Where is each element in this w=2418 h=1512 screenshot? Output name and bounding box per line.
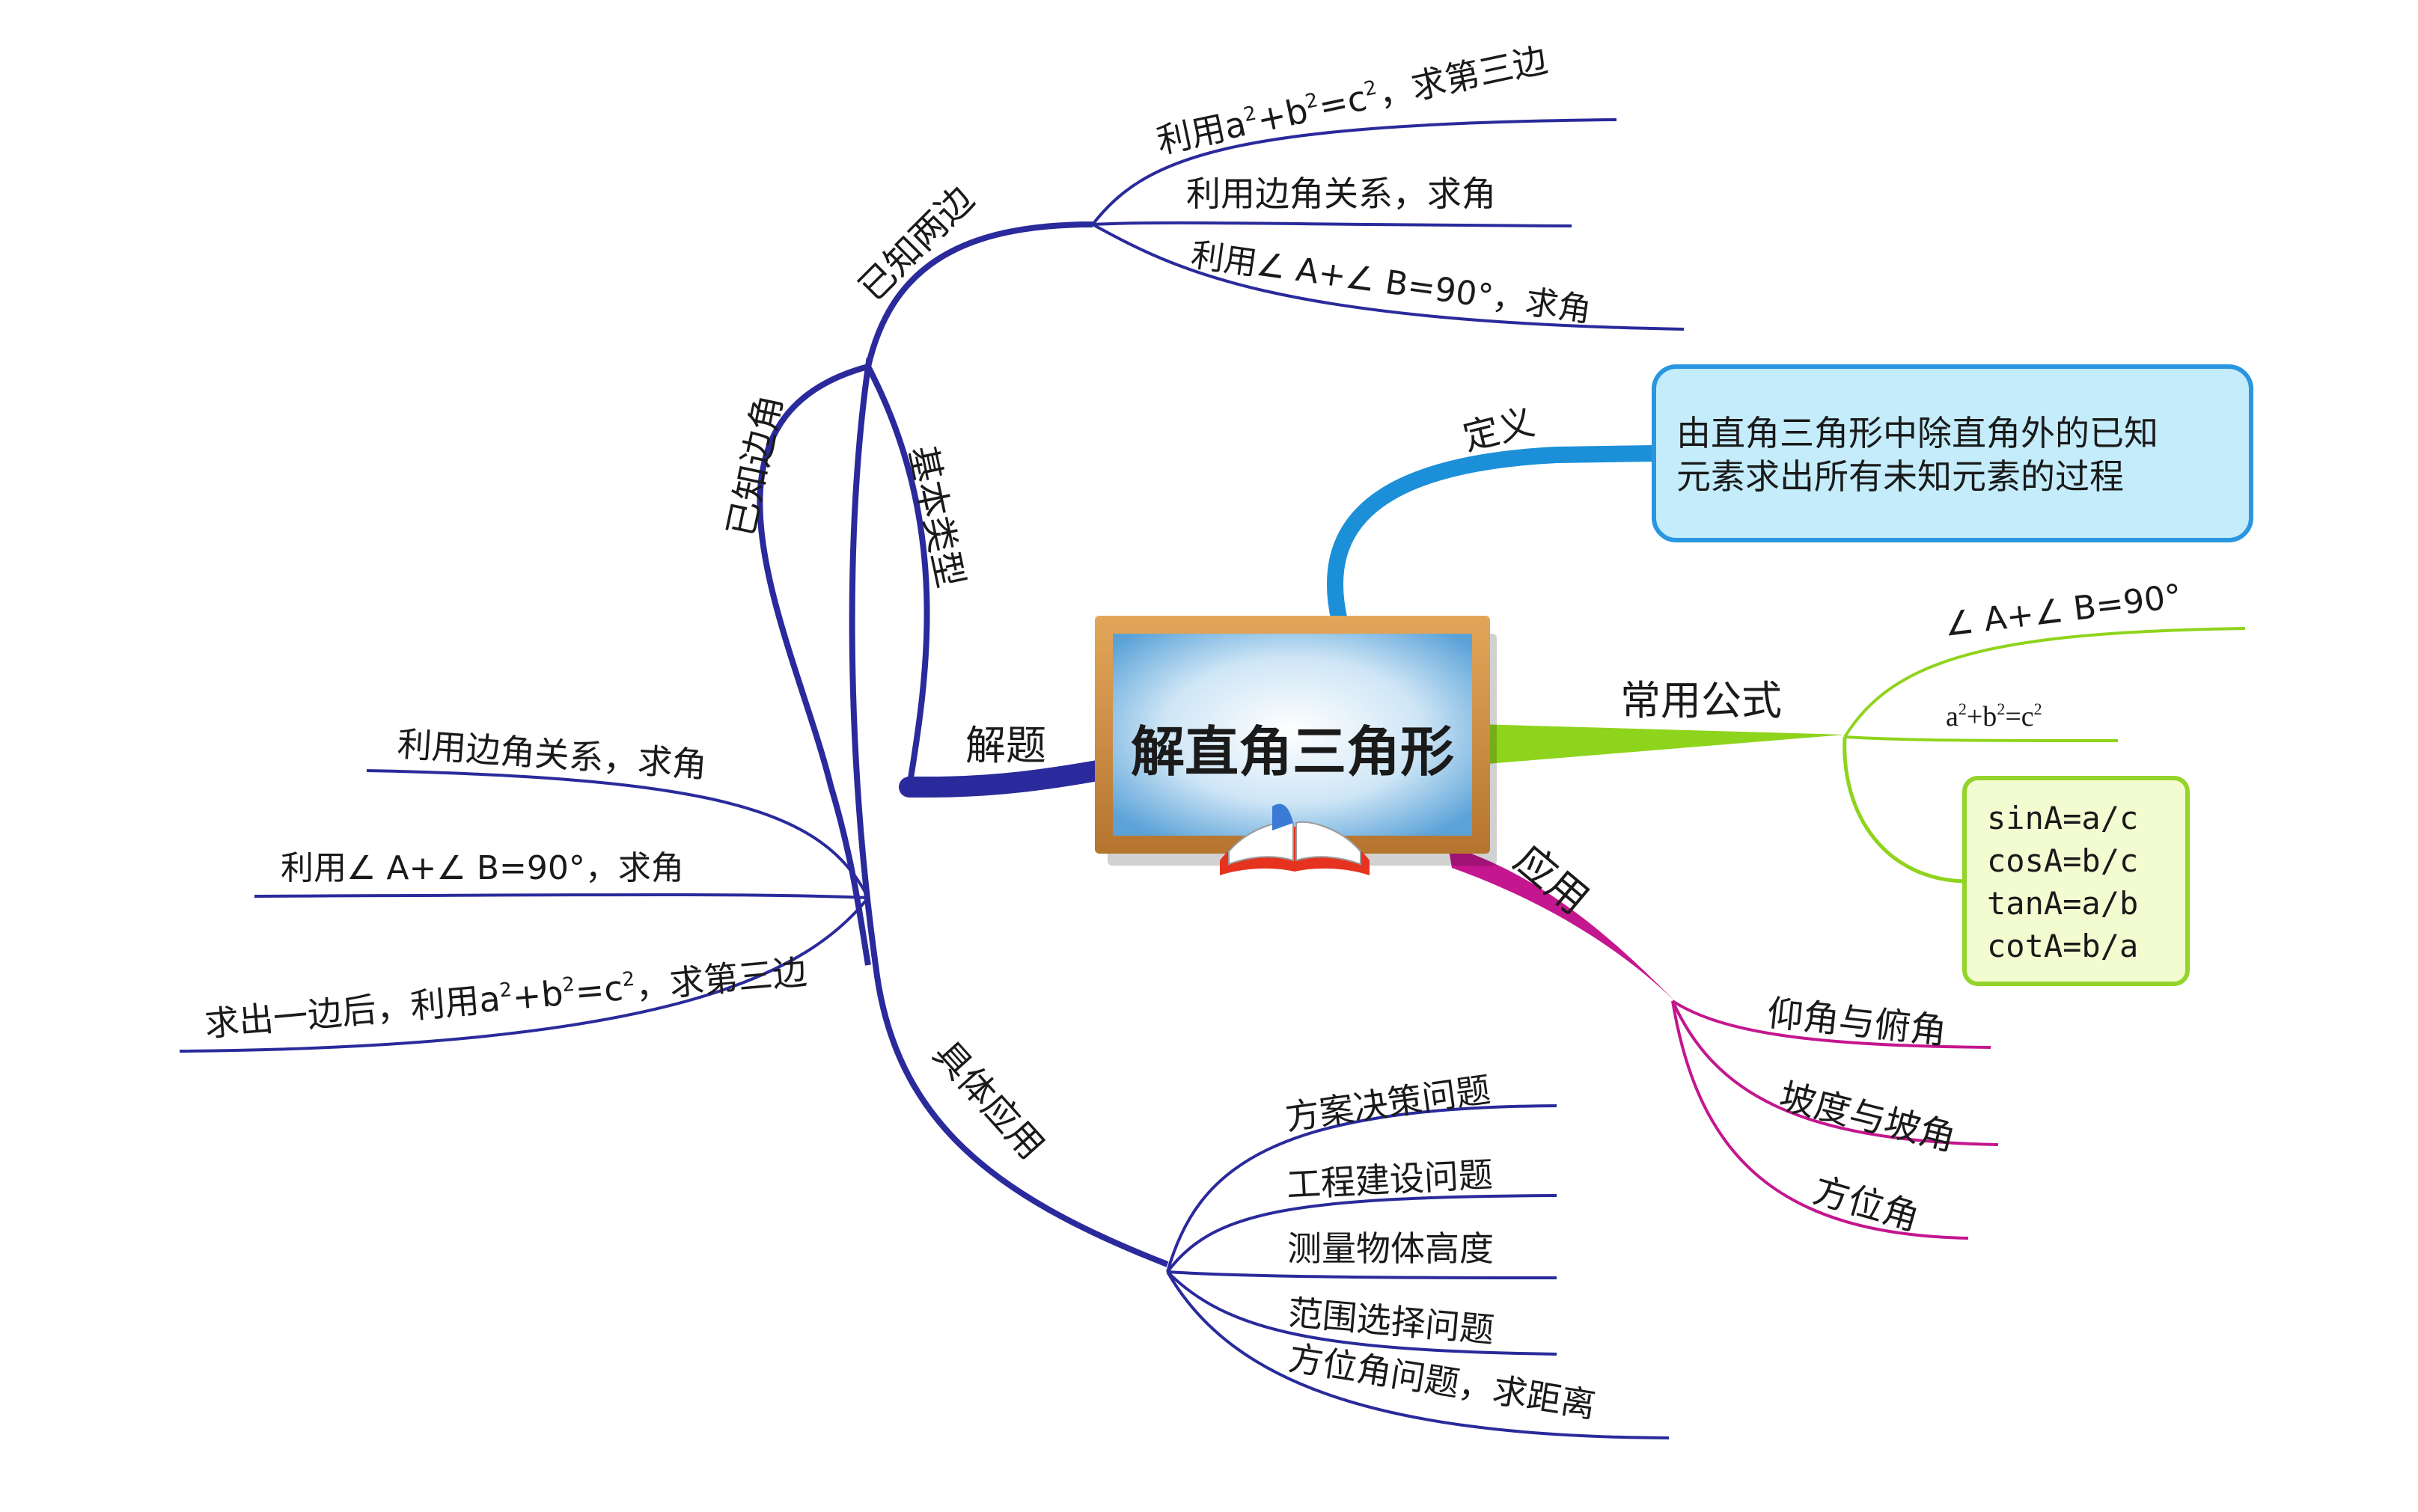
formula-pythagoras-b: +b xyxy=(1967,701,1997,732)
two-sides-item-pythagoras-mid2: =c xyxy=(1315,78,1370,127)
side-angle-item-third-side-mid2: =c xyxy=(573,967,624,1011)
central-title: 解直角三角形 xyxy=(1131,720,1454,783)
two-sides-item-pythagoras-post: ，求第三边 xyxy=(1374,39,1551,114)
solving-connector xyxy=(899,759,1117,798)
formula-pythagoras: a2+b2=c2 xyxy=(1946,700,2042,732)
trig-formula-box xyxy=(1962,776,2190,986)
definition-text-line-2: 元素求出所有未知元素的过程 xyxy=(1676,456,2124,497)
formula-pythagoras-sup-2: 2 xyxy=(1997,700,2005,718)
two-sides-item-pythagoras-pre: 利用a xyxy=(1153,103,1250,162)
specific-item-height: 测量物体高度 xyxy=(1287,1228,1494,1269)
two-sides-item-pythagoras: 利用a2+b2=c2，求第三边 xyxy=(1153,39,1551,161)
two-sides-item-angle-sum: 利用∠ A+∠ B=90°，求角 xyxy=(1188,236,1593,330)
board-surface xyxy=(1113,634,1472,836)
specific-line-2 xyxy=(1166,1194,1557,1273)
application-item-bearing: 方位角 xyxy=(1809,1169,1924,1240)
side-angle-label: 已知边角 xyxy=(720,391,791,540)
specific-item-decision: 方案决策问题 xyxy=(1283,1069,1493,1138)
trig-formula-cos: cosA=b/c xyxy=(1987,842,2138,879)
open-book-icon xyxy=(1220,804,1370,875)
formula-pythagoras-sup-3: 2 xyxy=(2034,700,2042,718)
side-angle-line-3 xyxy=(179,896,870,1053)
trig-formula-tan: tanA=a/b xyxy=(1987,885,2138,922)
specific-line-5 xyxy=(1166,1271,1670,1439)
formulas-label: 常用公式 xyxy=(1620,677,1782,724)
side-angle-item-third-side: 求出一边后，利用a2+b2=c2，求第三边 xyxy=(203,952,808,1044)
two-sides-item-pythagoras-sup-3: 2 xyxy=(1362,76,1379,101)
side-angle-arch xyxy=(757,364,871,966)
specific-line-1 xyxy=(1166,1104,1557,1273)
two-sides-item-pythagoras-sup-1: 2 xyxy=(1242,102,1258,126)
side-angle-item-third-side-mid1: +b xyxy=(510,973,564,1017)
central-node: 解直角三角形 xyxy=(1095,616,1497,875)
application-connector xyxy=(1448,845,1680,1006)
two-sides-item-pythagoras-sup-2: 2 xyxy=(1304,89,1320,114)
side-angle-item-third-side-sup-2: 2 xyxy=(561,973,576,997)
application-line-2 xyxy=(1671,1000,1999,1146)
application-line-1 xyxy=(1671,1000,1991,1049)
basic-types-label: 基本类型 xyxy=(900,442,971,591)
specific-line-4 xyxy=(1166,1270,1557,1356)
definition-text-line-1: 由直角三角形中除直角外的已知 xyxy=(1676,413,2158,453)
side-angle-line-2 xyxy=(254,893,869,899)
two-sides-line-3 xyxy=(1092,223,1685,331)
two-sides-item-edge-angle: 利用边角关系，求角 xyxy=(1186,174,1496,214)
formulas-connector xyxy=(1478,724,1845,765)
side-angle-item-third-side-sup-3: 2 xyxy=(621,968,635,991)
formula-angle-sum: ∠ A+∠ B=90° xyxy=(1942,577,2184,643)
branch-formulas: sinA=a/c cosA=b/c tanA=a/b cotA=b/a 常用公式… xyxy=(1478,577,2246,986)
branch-solving xyxy=(179,118,1685,1439)
two-sides-stem xyxy=(865,221,1093,367)
side-angle-item-third-side-post: ，求第三边 xyxy=(633,952,808,1007)
specific-label: 具体应用 xyxy=(925,1033,1052,1168)
formulas-line-2 xyxy=(1844,735,2119,742)
application-line-3 xyxy=(1671,1000,1969,1240)
specific-line-3 xyxy=(1167,1270,1557,1279)
solving-trunk xyxy=(849,357,1169,1267)
two-sides-line-2 xyxy=(1092,221,1572,227)
formula-pythagoras-c: =c xyxy=(2005,701,2033,732)
two-sides-line-1 xyxy=(1091,118,1617,226)
branch-application: 应用 仰角与俯角 坡度与坡角 方位角 xyxy=(1448,836,1999,1240)
side-angle-item-edge-angle: 利用边角关系，求角 xyxy=(396,723,708,786)
application-item-slope: 坡度与坡角 xyxy=(1775,1075,1959,1159)
two-sides-item-pythagoras-mid1: +b xyxy=(1254,90,1311,140)
side-angle-item-third-side-pre: 求出一边后，利用a xyxy=(203,979,501,1044)
formulas-line-1 xyxy=(1843,627,2246,738)
formula-pythagoras-sup-1: 2 xyxy=(1958,700,1967,718)
trig-formula-cot: cotA=b/a xyxy=(1987,928,2138,964)
solving-label: 解题 xyxy=(965,722,1046,769)
branch-definition: 由直角三角形中除直角外的已知 元素求出所有未知元素的过程 定义 xyxy=(1326,364,2253,629)
definition-connector xyxy=(1326,445,1662,629)
formula-pythagoras-a: a xyxy=(1946,701,1958,732)
side-angle-line-1 xyxy=(366,769,870,899)
side-angle-item-angle-sum: 利用∠ A+∠ B=90°，求角 xyxy=(281,849,684,887)
side-angle-item-third-side-sup-1: 2 xyxy=(498,979,513,1002)
formulas-line-3 xyxy=(1842,736,1965,884)
definition-callout xyxy=(1652,364,2253,542)
trig-formula-sin: sinA=a/c xyxy=(1987,800,2138,836)
